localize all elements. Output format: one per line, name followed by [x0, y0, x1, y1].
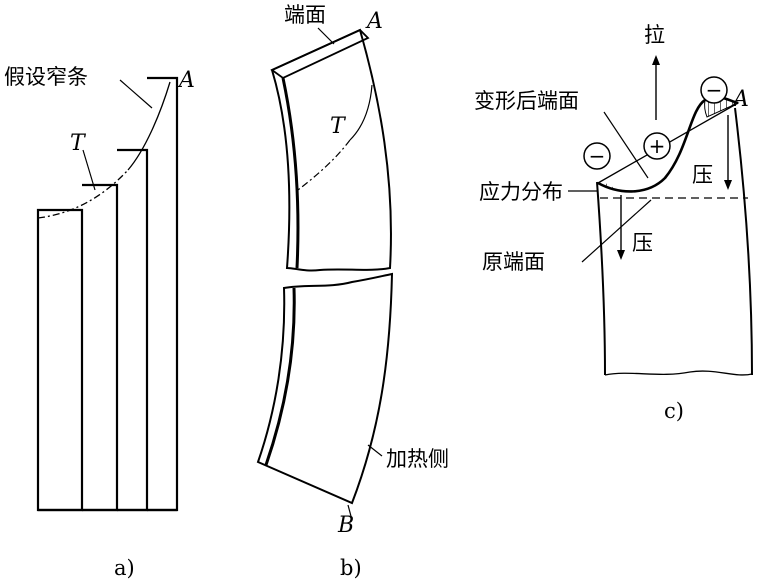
caption-c: c) [664, 399, 684, 423]
lower-bar-outline [256, 272, 394, 505]
stress-region-left [598, 183, 620, 191]
upper-heated-side-line [281, 77, 300, 269]
plus-sign: + [649, 134, 666, 158]
bar-c-left-edge [596, 181, 606, 376]
minus-sign-left: − [589, 144, 606, 168]
label-b-t: T [330, 114, 347, 139]
label-original-end-face: 原端面 [482, 250, 545, 274]
strips-leader-line [119, 79, 153, 109]
minus-circle-right [700, 76, 728, 104]
temperature-curve-b-solid [349, 84, 373, 141]
label-heated-side: 加热侧 [386, 447, 449, 471]
caption-a: a) [114, 556, 135, 580]
deformed-face-leader [603, 111, 649, 179]
temperature-curve-b-dashed [297, 139, 351, 191]
label-a-point-a: A [177, 68, 195, 93]
minus-circle-left [583, 142, 611, 170]
label-tension: 拉 [644, 23, 665, 47]
panel-c: − + − 拉 变形后端面 A 压 应力分布 压 原端面 c) [474, 23, 753, 423]
t-leader-line-a [82, 149, 96, 191]
strip-3 [117, 148, 149, 512]
label-point-a-c: A [731, 87, 749, 112]
bar-c-break-line [604, 370, 753, 376]
upper-end-face [270, 28, 370, 80]
label-compression-bottom: 压 [632, 231, 653, 255]
end-face-leader-line [317, 27, 335, 45]
label-compression-right: 压 [692, 163, 713, 187]
label-stress-distribution: 应力分布 [479, 180, 563, 204]
panel-b: 端面 A T 加热侧 B b) [256, 3, 449, 580]
original-face-leader [581, 199, 652, 263]
strip-2 [82, 183, 119, 512]
b-leader-line [347, 504, 353, 521]
minus-sign-right: − [706, 78, 723, 102]
bar-c-right-edge [734, 107, 753, 376]
label-assumed-strips: 假设窄条 [4, 65, 88, 89]
temperature-curve-solid [127, 81, 171, 171]
caption-b: b) [340, 556, 362, 580]
strip-1 [36, 208, 84, 512]
label-end-face: 端面 [284, 3, 326, 27]
upper-bar-outline [270, 28, 392, 272]
plus-circle [643, 132, 671, 160]
label-b-point-a: A [365, 9, 383, 34]
lower-heated-side-line [264, 287, 296, 466]
label-point-b: B [337, 513, 354, 538]
panel-a: 假设窄条 A T a) [4, 65, 195, 580]
heated-side-leader-line [367, 444, 383, 457]
label-a-t: T [70, 131, 87, 156]
label-deformed-end-face: 变形后端面 [474, 89, 579, 113]
strip-4 [147, 76, 179, 512]
temperature-curve-dashed [37, 169, 129, 219]
